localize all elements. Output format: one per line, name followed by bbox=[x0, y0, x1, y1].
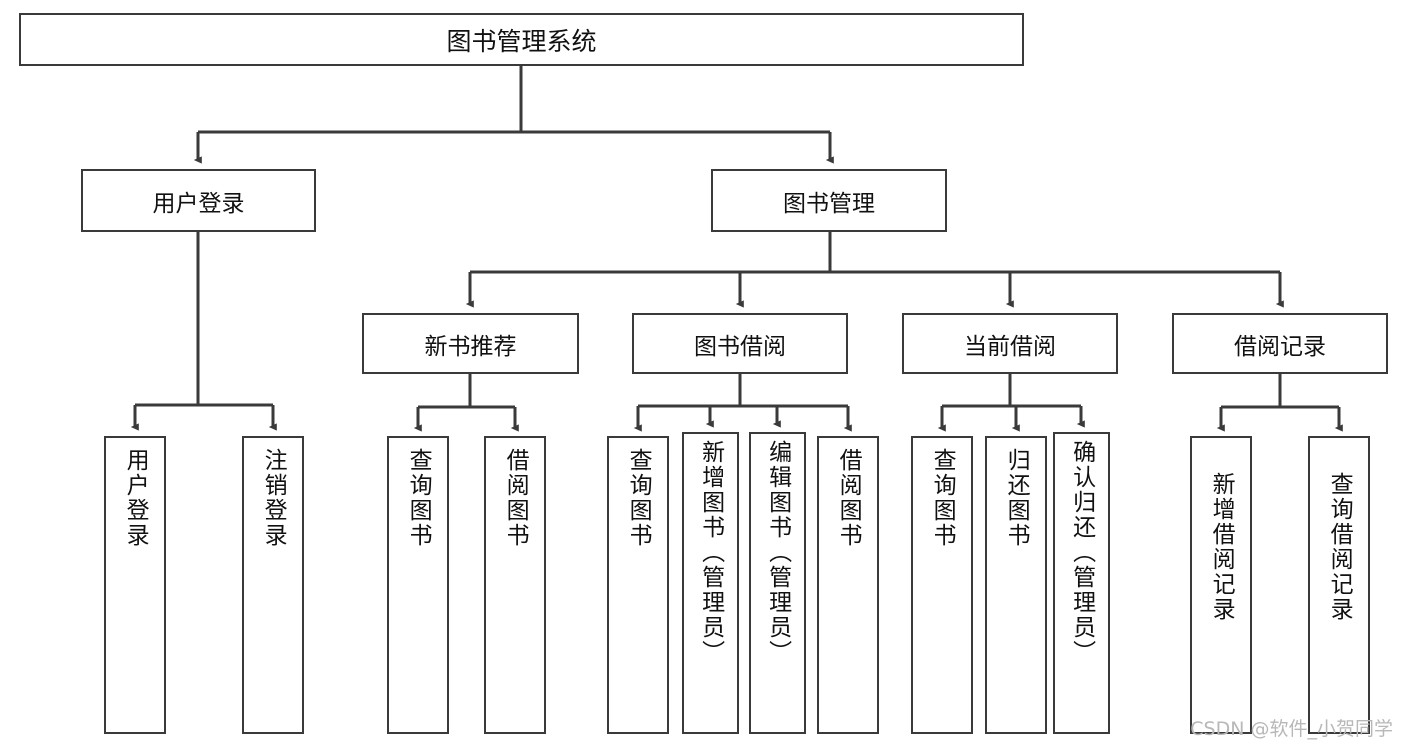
leaf-label: 查询图书 bbox=[405, 448, 432, 548]
watermark: CSDN @软件_小贺同学 bbox=[1190, 718, 1393, 740]
leaf-add-book-admin[interactable]: 新增图书（管理员） bbox=[682, 432, 739, 734]
leaf-label: 查询图书 bbox=[625, 448, 652, 548]
node-book-borrow-label: 图书借阅 bbox=[694, 333, 786, 360]
node-book-management[interactable]: 图书管理 bbox=[711, 169, 947, 232]
leaf-query-book-borrow[interactable]: 查询图书 bbox=[607, 436, 669, 734]
leaf-user-login[interactable]: 用户登录 bbox=[104, 436, 166, 734]
node-book-management-label: 图书管理 bbox=[783, 190, 875, 217]
node-borrow-record[interactable]: 借阅记录 bbox=[1172, 313, 1388, 374]
leaf-return-book[interactable]: 归还图书 bbox=[985, 436, 1047, 734]
leaf-label: 借阅图书 bbox=[502, 448, 529, 548]
leaf-query-book-recommend[interactable]: 查询图书 bbox=[387, 436, 449, 734]
node-book-borrow[interactable]: 图书借阅 bbox=[632, 313, 848, 374]
leaf-logout[interactable]: 注销登录 bbox=[242, 436, 304, 734]
node-root[interactable]: 图书管理系统 bbox=[19, 13, 1024, 66]
leaf-label: 用户登录 bbox=[122, 448, 149, 548]
leaf-borrow-book[interactable]: 借阅图书 bbox=[817, 436, 879, 734]
leaf-query-book-current[interactable]: 查询图书 bbox=[911, 436, 973, 734]
leaf-label: 查询借阅记录 bbox=[1326, 472, 1353, 622]
leaf-label: 编辑图书（管理员） bbox=[764, 440, 791, 665]
node-new-book-recommend-label: 新书推荐 bbox=[424, 333, 517, 360]
leaf-label: 新增图书（管理员） bbox=[697, 440, 724, 665]
leaf-edit-book-admin[interactable]: 编辑图书（管理员） bbox=[749, 432, 806, 734]
node-user-login[interactable]: 用户登录 bbox=[81, 169, 316, 232]
node-user-login-label: 用户登录 bbox=[152, 190, 245, 217]
leaf-label: 注销登录 bbox=[260, 448, 287, 548]
leaf-label: 归还图书 bbox=[1003, 448, 1030, 548]
leaf-borrow-book-recommend[interactable]: 借阅图书 bbox=[484, 436, 546, 734]
leaf-label: 查询图书 bbox=[929, 448, 956, 548]
node-borrow-record-label: 借阅记录 bbox=[1234, 333, 1326, 360]
leaf-add-borrow-record[interactable]: 新增借阅记录 bbox=[1190, 436, 1252, 734]
leaf-confirm-return-admin[interactable]: 确认归还（管理员） bbox=[1053, 432, 1110, 734]
node-new-book-recommend[interactable]: 新书推荐 bbox=[362, 313, 579, 374]
node-current-borrow[interactable]: 当前借阅 bbox=[902, 313, 1118, 374]
node-root-label: 图书管理系统 bbox=[446, 26, 597, 56]
leaf-label: 新增借阅记录 bbox=[1208, 472, 1235, 622]
node-current-borrow-label: 当前借阅 bbox=[964, 333, 1056, 360]
leaf-query-borrow-record[interactable]: 查询借阅记录 bbox=[1308, 436, 1370, 734]
leaf-label: 借阅图书 bbox=[835, 448, 862, 548]
leaf-label: 确认归还（管理员） bbox=[1068, 440, 1095, 665]
